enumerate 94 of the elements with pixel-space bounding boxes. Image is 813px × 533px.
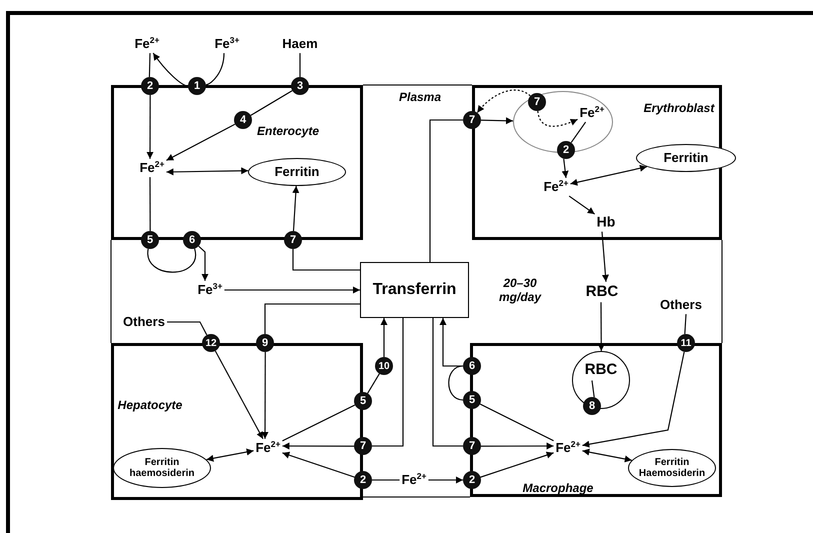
connector-line [367,373,380,394]
arrow [152,52,188,87]
node-label: Others [123,314,165,330]
numbered-marker: 5 [141,231,159,249]
node-label: Hb [596,214,616,230]
arrow [568,196,596,215]
arrow [570,164,648,186]
node-label: Fe$^{2+}$ [256,440,280,456]
node-label: Fe$^{2+}$ [544,180,568,194]
node-label: Fe$^{2+}$ [134,36,160,52]
ellipse-node: Ferritin [248,158,346,186]
connector-line [432,318,463,447]
node-label: Fe$^{2+}$ [402,472,426,488]
arrow [440,318,463,367]
cell-title: Enterocyte [256,124,320,138]
arrow [214,350,264,440]
node-label: Fe$^{3+}$ [214,36,240,52]
numbered-marker: 8 [583,397,601,415]
numbered-marker: 11 [677,334,695,352]
ellipse-node: Ferritin [636,144,736,172]
numbered-marker: 7 [463,111,481,129]
numbered-marker: 10 [375,357,393,375]
connector-line [264,303,360,334]
numbered-marker: 2 [354,471,372,489]
cell-title: Macrophage [522,481,594,495]
connector-line [480,404,554,442]
connector-line [167,321,208,336]
arrow [224,286,360,294]
connector-line [292,249,360,271]
connector-line [570,122,586,143]
node-label: Fe$^{2+}$ [140,160,164,176]
numbered-marker: 7 [528,93,546,111]
numbered-marker: 12 [202,334,220,352]
arrow [146,95,154,159]
node-label: Haem [282,36,318,52]
process-box: Transferrin [360,262,469,318]
numbered-marker: 5 [354,392,372,410]
region-label: 20–30 mg/day [498,276,542,304]
arrow [601,232,609,282]
arrow [562,158,569,178]
arrow [282,442,354,450]
arrow [480,117,514,124]
arrow [166,124,236,161]
numbered-marker: 6 [463,357,481,375]
arrow [166,167,248,176]
numbered-marker: 7 [284,231,302,249]
arrow [292,186,300,232]
numbered-marker: 9 [256,334,274,352]
arrow [262,352,269,439]
connector-line [149,177,151,231]
connector-line [372,479,400,481]
numbered-marker: 4 [234,111,252,129]
arrow [206,448,254,462]
connector-line [148,53,151,78]
ellipse-node: Ferritin Haemosiderin [628,449,716,487]
node-label: Fe$^{2+}$ [556,440,580,456]
connector-line [299,53,301,77]
arrow [481,442,554,450]
numbered-marker: 2 [141,77,159,95]
numbered-marker: 3 [291,77,309,95]
ellipse-node: Ferritin haemosiderin [113,448,211,488]
arrow [282,452,355,478]
connector-line [282,404,356,442]
arrow [380,318,388,357]
connector-line [147,248,196,273]
arrow [198,246,208,281]
region-label: Plasma [398,90,442,104]
connector-line [250,90,293,116]
cell-title: Hepatocyte [118,398,182,412]
arrow [582,352,685,448]
connector-line [448,365,464,401]
node-label: RBC [586,284,618,300]
connector-line [206,53,225,86]
node-label: Fe$^{3+}$ [198,282,222,298]
arrow [480,452,554,478]
connector-line [591,380,595,398]
cell-title: Erythroblast [644,101,714,115]
numbered-marker: 7 [354,437,372,455]
arrow [537,110,578,127]
numbered-marker: 2 [463,471,481,489]
node-label: Fe$^{2+}$ [580,106,604,120]
connector-line [429,119,463,262]
arrow [582,448,632,462]
arrow [428,476,463,484]
connector-line [372,318,404,447]
connector-line [684,314,687,334]
numbered-marker: 5 [463,391,481,409]
numbered-marker: 7 [463,437,481,455]
numbered-marker: 1 [188,77,206,95]
arrow [598,302,605,351]
arrow [476,90,531,114]
numbered-marker: 6 [183,231,201,249]
numbered-marker: 2 [557,141,575,159]
node-label: Others [660,298,702,312]
